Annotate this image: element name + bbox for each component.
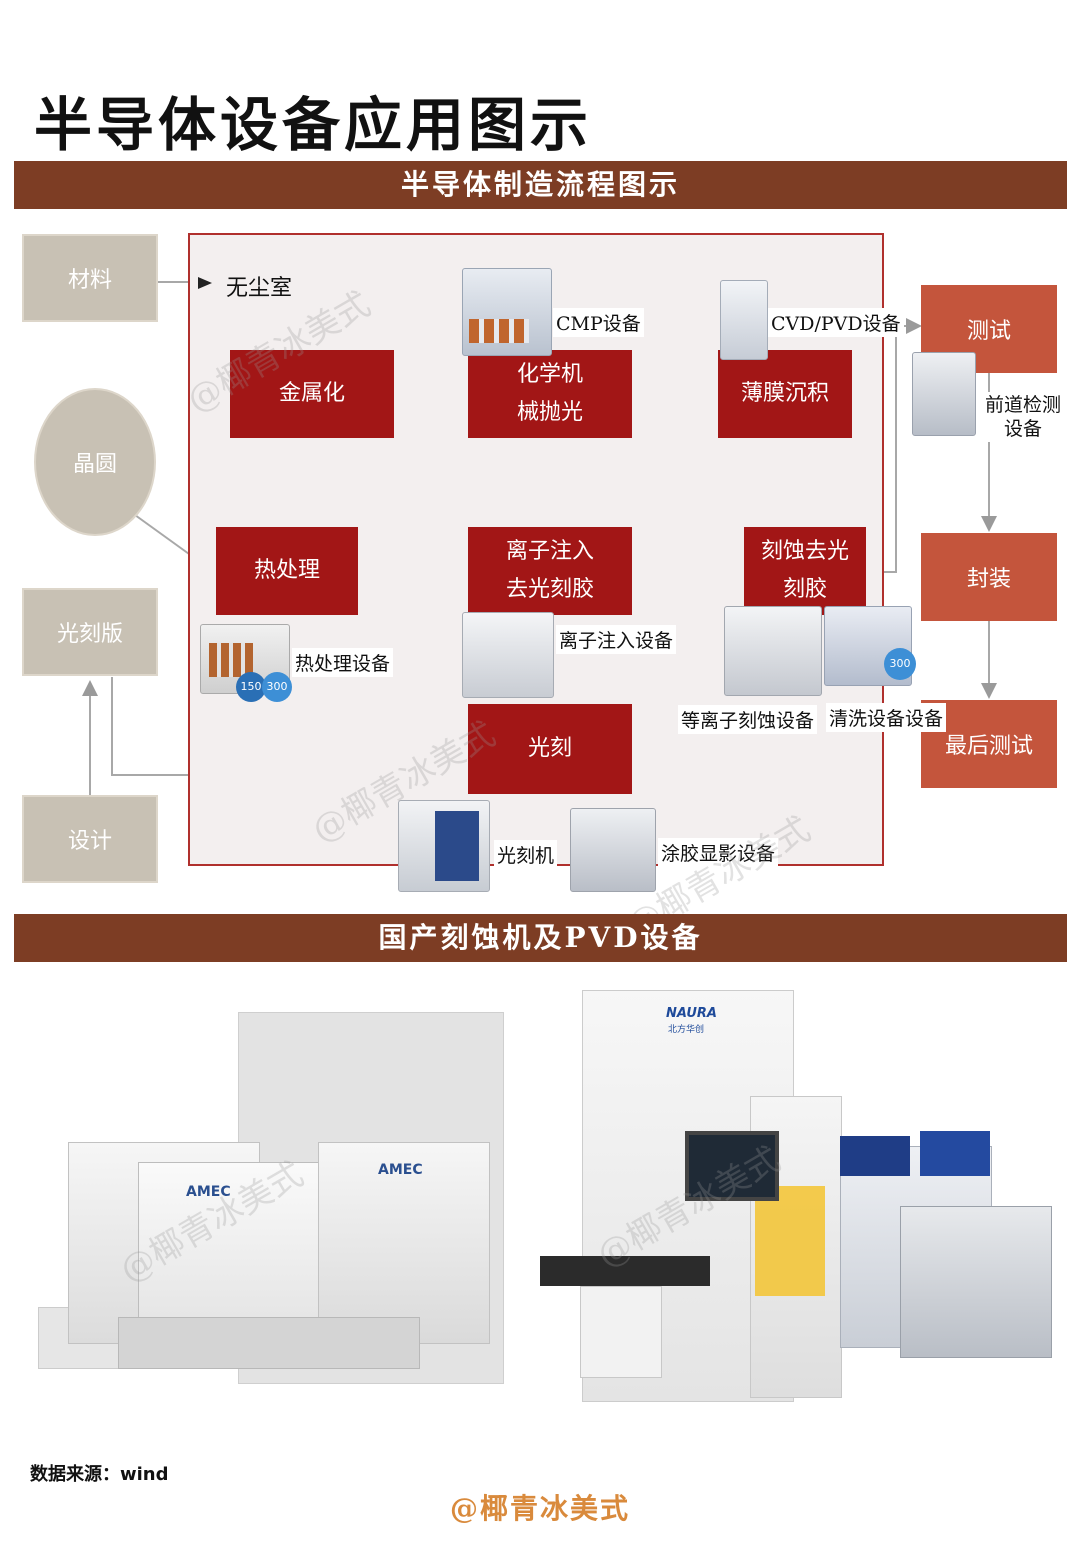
ion-machine-image: [462, 612, 554, 698]
label-inspection: 前道检测 设备: [982, 392, 1065, 442]
page-title: 半导体设备应用图示: [34, 91, 593, 159]
process-ion: 离子注入 去光刻胶: [468, 527, 632, 615]
input-mask: 光刻版: [22, 588, 158, 676]
amec-etcher-photo: AMEC AMEC: [38, 1012, 504, 1384]
label-coater: 涂胶显影设备: [658, 838, 779, 867]
label-plasma-etch: 等离子刻蚀设备: [678, 705, 818, 734]
footer-signature: @椰青冰美式: [449, 1492, 630, 1525]
cleanroom-label: 无尘室: [226, 276, 293, 301]
process-metallization: 金属化: [230, 350, 394, 438]
input-material: 材料: [22, 234, 158, 322]
naura-logo-sub: 北方华创: [668, 1025, 705, 1035]
inspection-machine-image: [912, 352, 976, 436]
etch-machine-image: [724, 606, 822, 696]
process-litho: 光刻: [468, 704, 632, 794]
amec-logo: AMEC: [186, 1184, 231, 1200]
label-cmp-equipment: CMP设备: [553, 308, 644, 337]
label-ion-equipment: 离子注入设备: [556, 625, 677, 654]
cmp-machine-image: [462, 268, 552, 356]
section-banner-equipment: 国产刻蚀机及PVD设备: [14, 914, 1067, 962]
cleanroom-arrow-icon: [198, 277, 212, 289]
label-cleaning: 清洗设备设备: [826, 703, 947, 732]
process-thin-film: 薄膜沉积: [718, 350, 852, 438]
label-litho-machine: 光刻机: [494, 840, 558, 869]
post-package: 封装: [921, 533, 1057, 621]
naura-logo: NAURA: [666, 1006, 717, 1021]
data-source: 数据来源：wind: [30, 1464, 169, 1485]
badge-300: 300: [262, 672, 292, 702]
section-banner-process: 半导体制造流程图示: [14, 161, 1067, 209]
process-heat: 热处理: [216, 527, 358, 615]
naura-pvd-photo: NAURA 北方华创: [540, 986, 1052, 1406]
amec-logo-2: AMEC: [378, 1162, 423, 1178]
input-design: 设计: [22, 795, 158, 883]
input-wafer: 晶圆: [34, 388, 156, 536]
litho-machine-image: [398, 800, 490, 892]
label-heat-equipment: 热处理设备: [292, 648, 394, 677]
badge-150: 150: [236, 672, 266, 702]
coater-machine-image: [570, 808, 656, 892]
cvd-machine-image: [720, 280, 768, 360]
process-cmp: 化学机 械抛光: [468, 350, 632, 438]
badge-300b: 300: [884, 648, 916, 680]
label-cvd-pvd: CVD/PVD设备: [768, 308, 904, 337]
process-etch: 刻蚀去光 刻胶: [744, 527, 866, 615]
